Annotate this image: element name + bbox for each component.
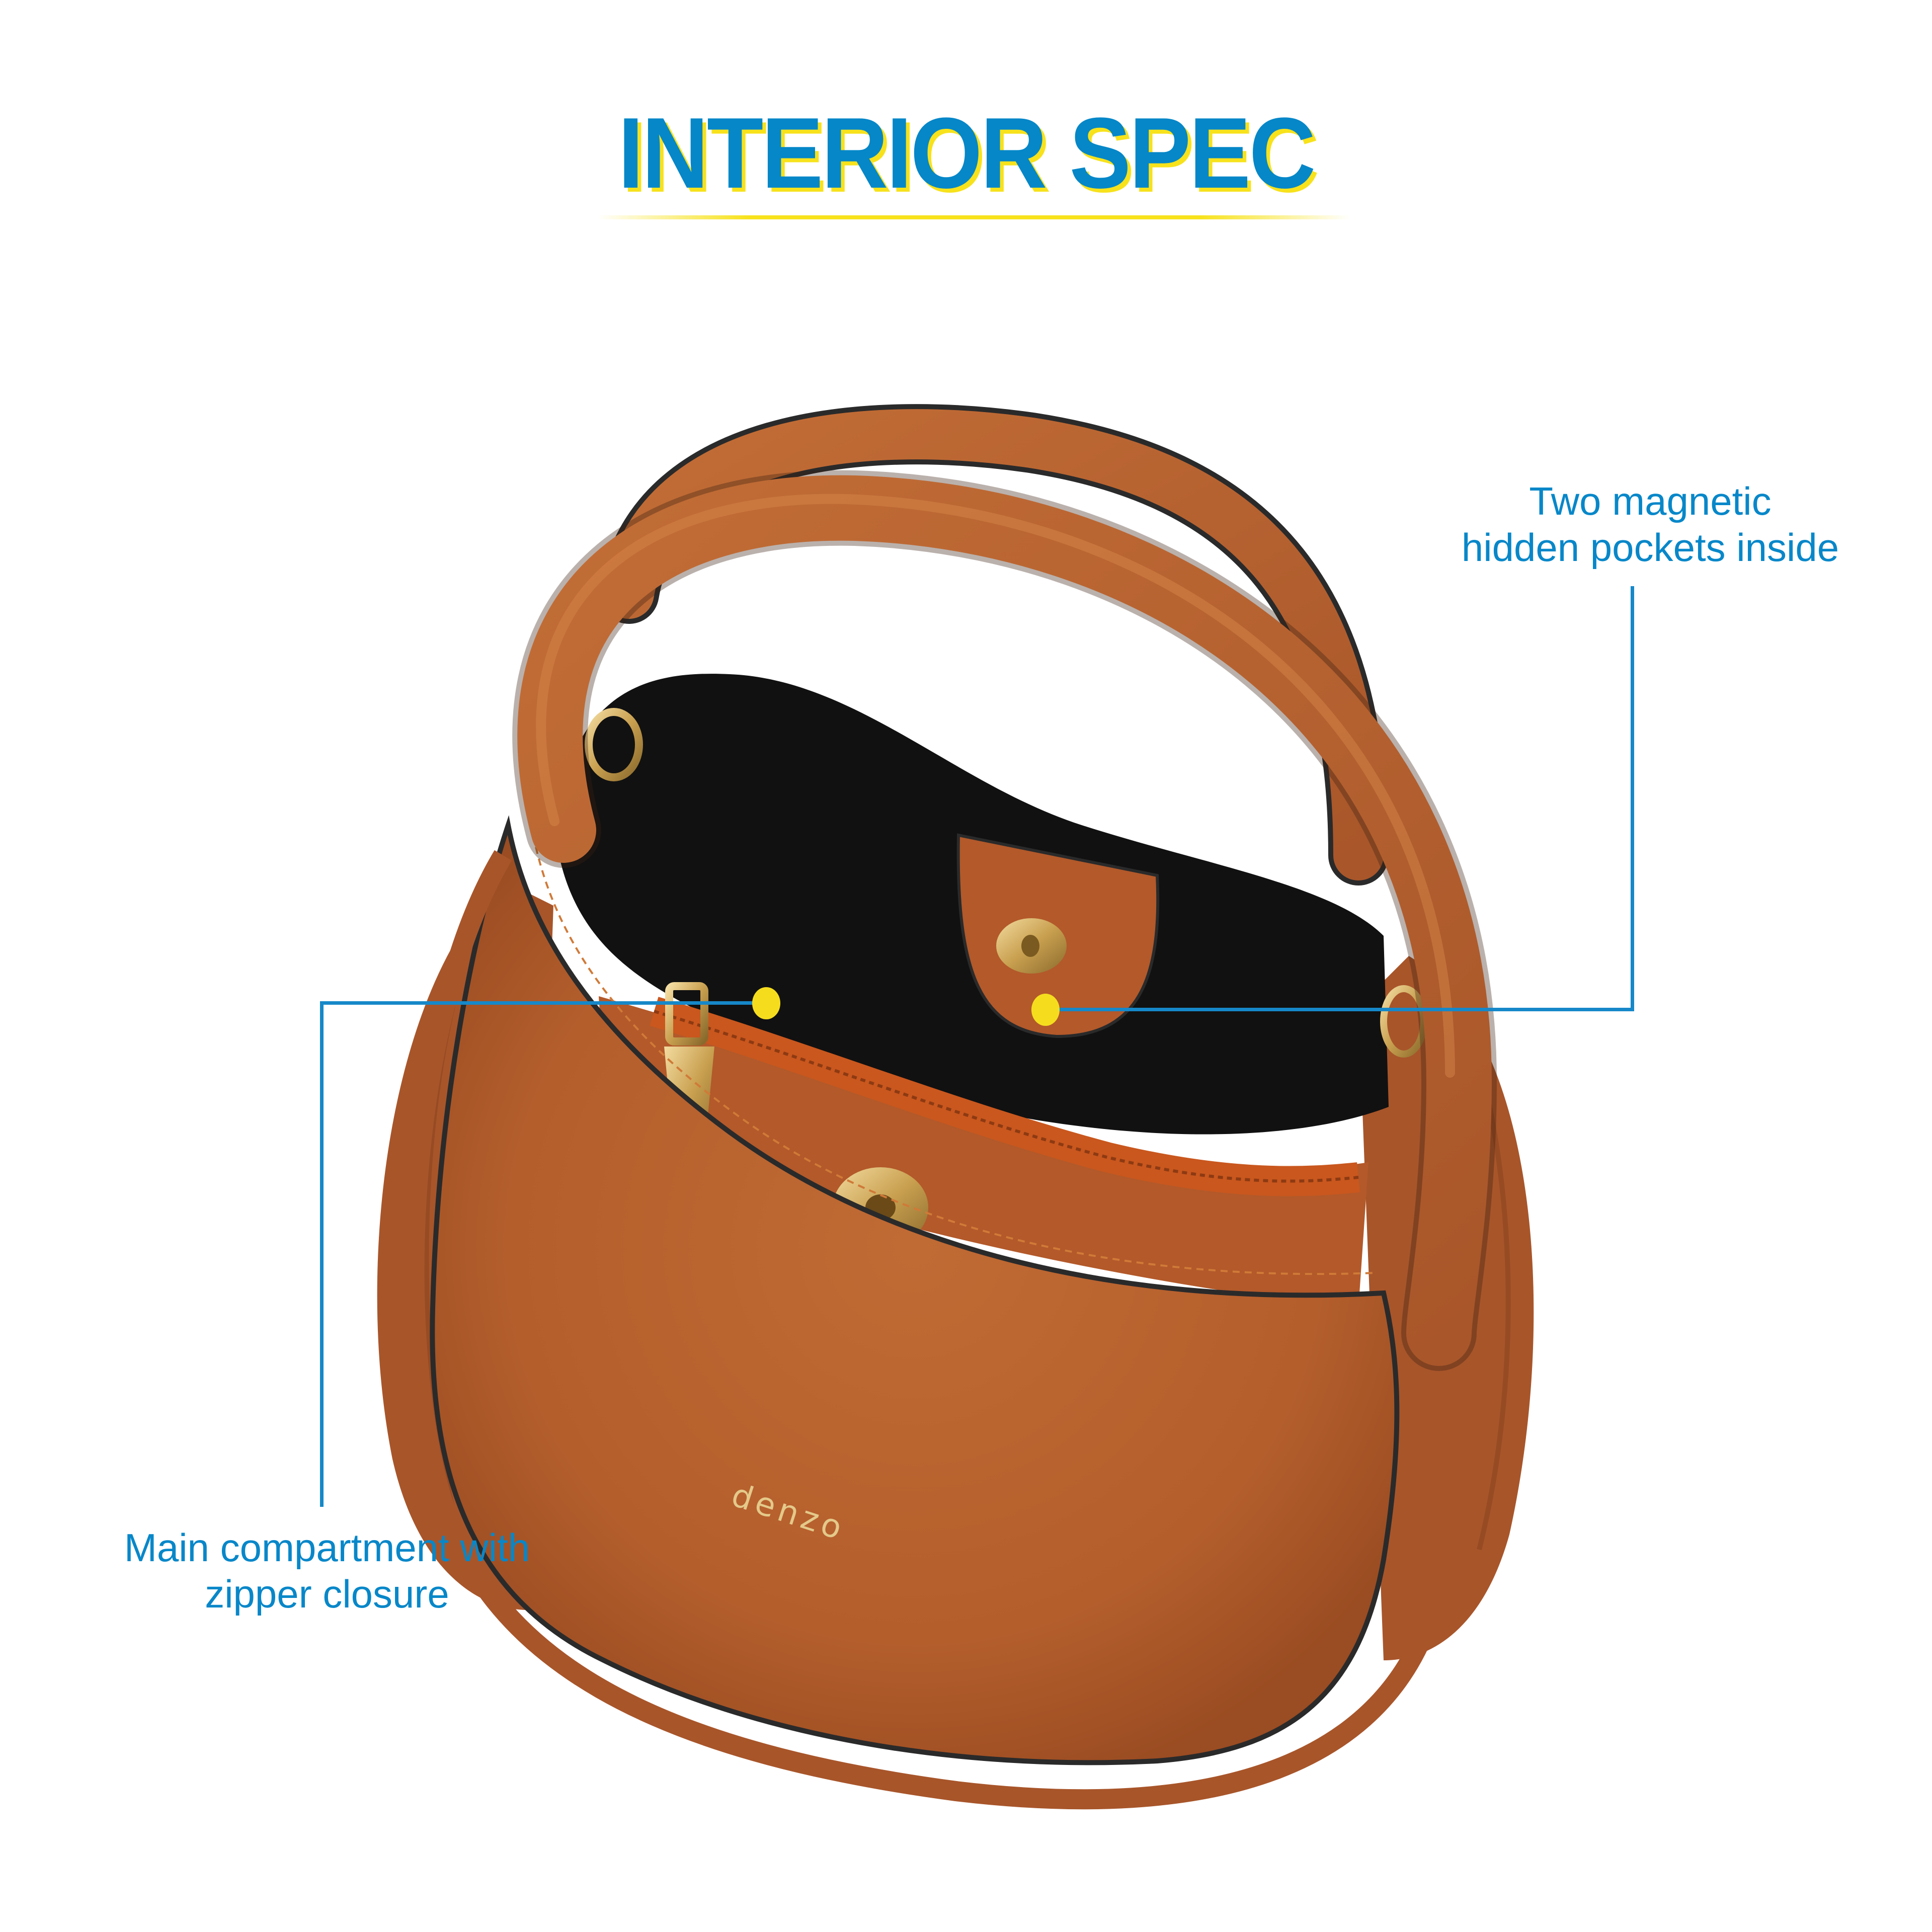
callout-label-zipper-line-1: Main compartment with [124,1525,530,1570]
title-underline [598,215,1350,219]
callout-label-zipper-line-2: zipper closure [205,1572,449,1616]
callout-line-pockets-horizontal [1046,1008,1634,1011]
zipper-pocket-panel [599,996,1369,1308]
callout-label-pockets-line-1: Two magnetic [1529,479,1772,523]
d-ring-left [585,708,643,781]
callout-line-zipper-vertical [320,1001,324,1507]
callout-label-pockets: Two magnetic hidden pockets inside [1399,478,1902,571]
callout-dot-pockets [1031,994,1060,1026]
page-title: INTERIOR SPEC [618,97,1316,209]
zipper-pull-icon [665,982,708,1045]
callout-dot-zipper [752,987,780,1019]
bag-piping [404,850,1449,1810]
callout-line-zipper-horizontal [320,1001,768,1005]
bag-front-panel [430,815,1400,1765]
callout-label-pockets-line-2: hidden pockets inside [1461,525,1839,570]
callout-line-pockets-vertical [1631,586,1634,1011]
callout-label-zipper: Main compartment with zipper closure [60,1524,594,1617]
